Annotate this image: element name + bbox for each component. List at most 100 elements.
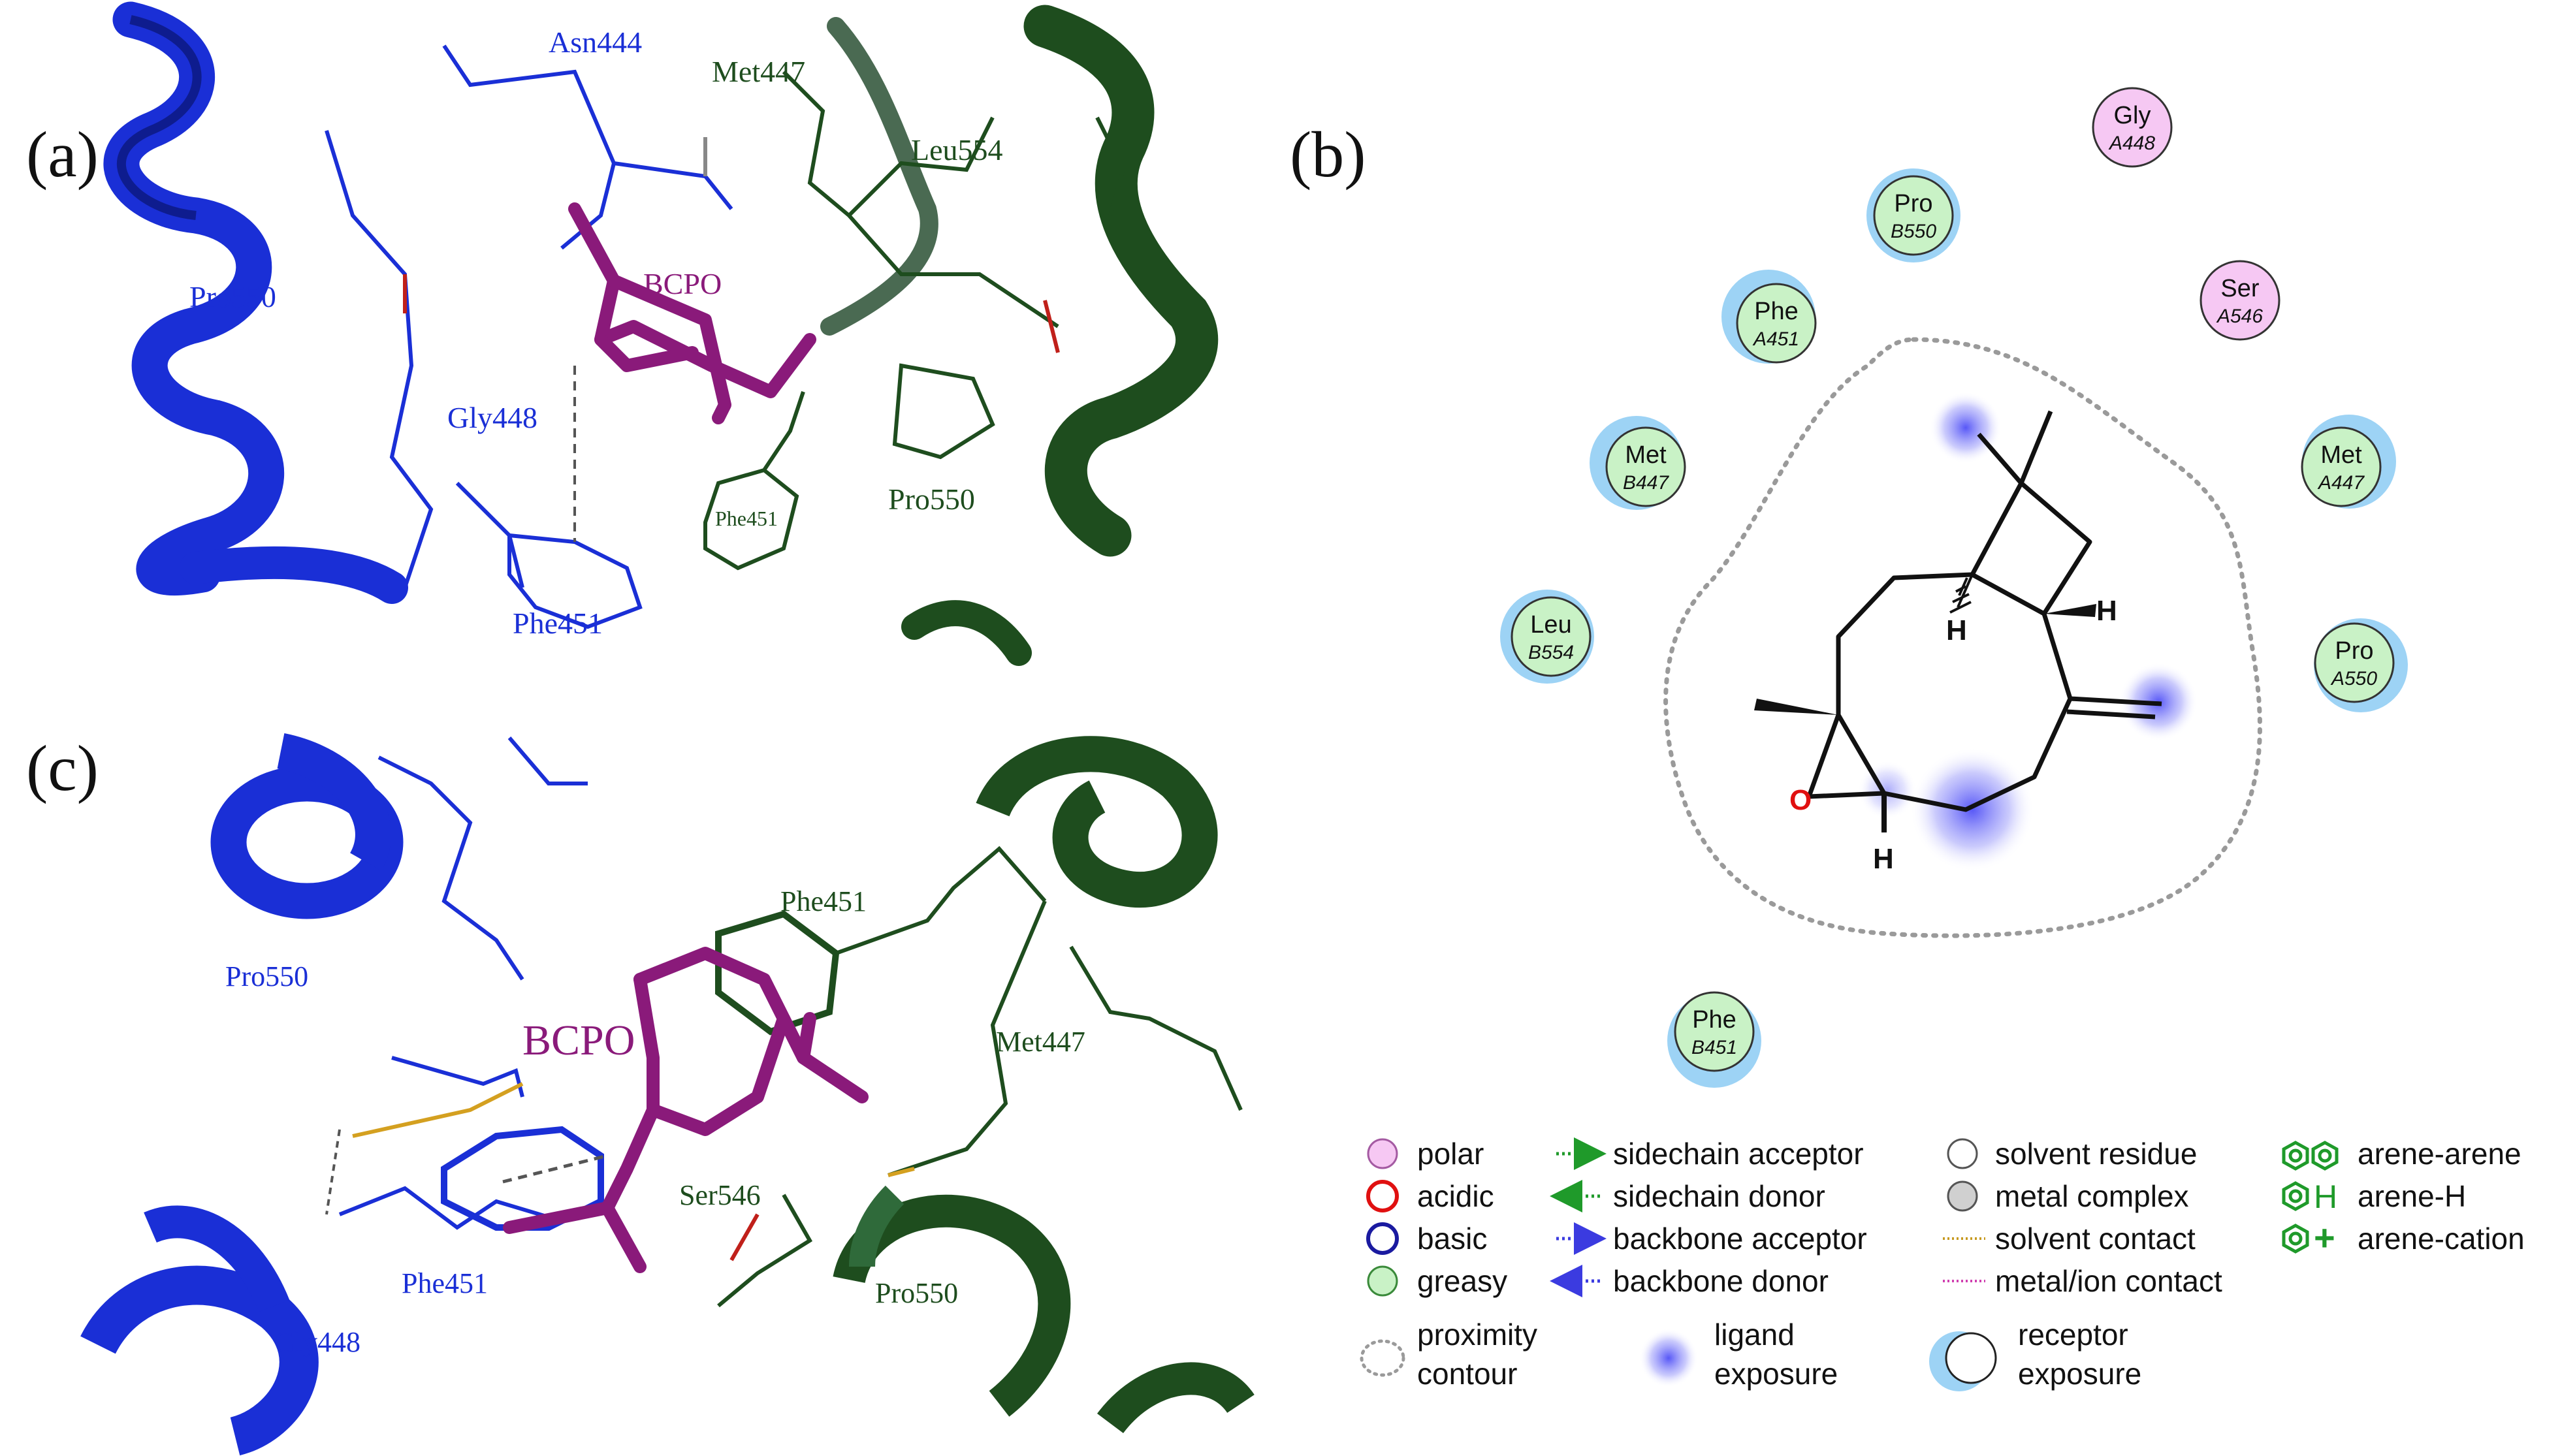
residue-label-phe451-c: Phe451 <box>402 1267 488 1299</box>
panel-c-bcpo-molecule <box>503 947 869 1273</box>
residue-disc <box>1873 175 1954 256</box>
residue-disc <box>1605 426 1686 507</box>
legend-proximity-line2: contour <box>1417 1357 1517 1391</box>
residue-chain: A447 <box>2317 472 2365 494</box>
residue-name: Phe <box>1692 1006 1736 1034</box>
legend-col4: arene-arene H arene-H + arene-cation <box>2282 1137 2525 1258</box>
legend-metal-complex-swatch <box>1947 1180 1978 1212</box>
legend-solvent-residue: solvent residue <box>1995 1137 2197 1171</box>
panel-b: (b) H H <box>1290 87 2408 1088</box>
residue-label-ser546: Ser546 <box>679 1179 761 1211</box>
panel-c-ribbons <box>80 733 1255 1456</box>
residue-label-met447: Met447 <box>712 55 805 88</box>
residue-chain: B550 <box>1891 221 1936 242</box>
residue-disc <box>2200 260 2280 341</box>
residue-disc <box>1674 991 1755 1072</box>
legend-acidic: acidic <box>1417 1179 1494 1213</box>
legend-ligand-line2: exposure <box>1714 1357 1838 1391</box>
legend-greasy: greasy <box>1417 1264 1507 1298</box>
residue-label-pro550-left: Pro550 <box>189 280 276 313</box>
legend-solvent-contact: solvent contact <box>1995 1222 2196 1256</box>
residue-label-phe451-right: Phe451 <box>715 507 778 530</box>
legend-ligand-exposure-swatch <box>1639 1329 1698 1387</box>
residue-name: Pro <box>2335 637 2373 665</box>
atom-label-o: O <box>1789 784 1812 816</box>
residue-label-asn444: Asn444 <box>549 25 642 59</box>
legend-arene-arene: arene-arene <box>2358 1137 2521 1171</box>
legend-backbone-donor: backbone donor <box>1613 1264 1829 1298</box>
panel-c-label: (c) <box>26 732 99 804</box>
panel-a-ribbons <box>103 1 1219 666</box>
ligand-label-bcpo-a: BCPO <box>643 267 722 300</box>
legend-receptor-line1: receptor <box>2018 1318 2128 1352</box>
residue-disc <box>2314 622 2395 703</box>
legend-col2: sidechain acceptor sidechain donor backb… <box>1550 1137 1867 1391</box>
panel-a-label: (a) <box>26 118 99 191</box>
panel-a-bcpo-molecule <box>568 202 816 424</box>
residue-label-pro550-c-right: Pro550 <box>875 1277 958 1309</box>
atom-label-h1: H <box>1946 614 1967 646</box>
residue-label-pro550-c: Pro550 <box>225 960 308 992</box>
residue-name: Phe <box>1754 298 1799 325</box>
legend-metal-ion-contact: metal/ion contact <box>1995 1264 2222 1298</box>
legend-col3: solvent residue metal complex solvent co… <box>1929 1137 2222 1391</box>
residue-name: Leu <box>1530 611 1571 639</box>
legend-basic-swatch <box>1366 1222 1399 1255</box>
legend-proximity-swatch <box>1360 1339 1405 1377</box>
residue-name: Met <box>2320 441 2362 469</box>
residue-chain: B447 <box>1623 472 1669 494</box>
residue-label-pro550-right: Pro550 <box>888 483 975 516</box>
residue-label-phe451-bottom: Phe451 <box>513 607 603 640</box>
residue-disc <box>2092 87 2173 168</box>
arene-arene-icon <box>2282 1141 2339 1171</box>
legend-proximity-line1: proximity <box>1417 1318 1537 1352</box>
legend-sidechain-donor: sidechain donor <box>1613 1179 1825 1213</box>
legend: polar acidic basic greasy proximity cont… <box>1360 1137 2525 1391</box>
residue-chain: B554 <box>1528 642 1574 663</box>
ligand-structure <box>1754 410 2162 832</box>
panel-b-label: (b) <box>1290 118 1366 191</box>
legend-sidechain-acceptor: sidechain acceptor <box>1613 1137 1864 1171</box>
legend-ligand-line1: ligand <box>1714 1318 1795 1352</box>
residue-chain: A448 <box>2108 133 2155 154</box>
panel-c-sticks <box>325 736 1243 1308</box>
legend-arene-h: arene-H <box>2358 1179 2466 1213</box>
residue-name: Ser <box>2220 275 2259 302</box>
residue-label-phe451-top: Phe451 <box>780 885 867 917</box>
residue-disc <box>1736 283 1817 364</box>
atom-label-h3: H <box>1873 843 1894 875</box>
arene-cation-icon <box>2282 1224 2309 1254</box>
proximity-contour <box>1663 337 2262 938</box>
legend-solvent-residue-swatch <box>1947 1138 1978 1169</box>
panel-a: (a) Asn444 Met447 Leu554 Pro550 BCPO Gly… <box>26 1 1219 666</box>
residue-label-leu554: Leu554 <box>911 133 1003 166</box>
residue-label-gly448: Gly448 <box>447 401 537 434</box>
legend-arene-cation: arene-cation <box>2358 1222 2525 1256</box>
residue-disc <box>2301 426 2382 507</box>
arene-h-symbol: H <box>2314 1179 2337 1215</box>
residue-discs: GlyA448ProB550SerA546PheA451MetB447MetA4… <box>1500 87 2408 1088</box>
residue-chain: A546 <box>2216 306 2263 327</box>
residue-chain: B451 <box>1691 1037 1737 1058</box>
legend-receptor-line2: exposure <box>2018 1357 2141 1391</box>
arene-cation-symbol: + <box>2314 1217 2335 1258</box>
residue-chain: A451 <box>1752 328 1799 350</box>
residue-disc <box>1511 596 1592 677</box>
legend-polar: polar <box>1417 1137 1484 1171</box>
arene-h-icon <box>2282 1181 2309 1211</box>
ligand-exposure-spots <box>1858 392 2198 872</box>
panel-a-sticks <box>325 44 1126 629</box>
legend-receptor-exposure-disc <box>1945 1332 1997 1384</box>
legend-metal-complex: metal complex <box>1995 1179 2189 1213</box>
residue-label-met447-c: Met447 <box>996 1026 1085 1058</box>
legend-col1: polar acidic basic greasy proximity cont… <box>1360 1137 1537 1391</box>
residue-name: Met <box>1625 441 1667 469</box>
